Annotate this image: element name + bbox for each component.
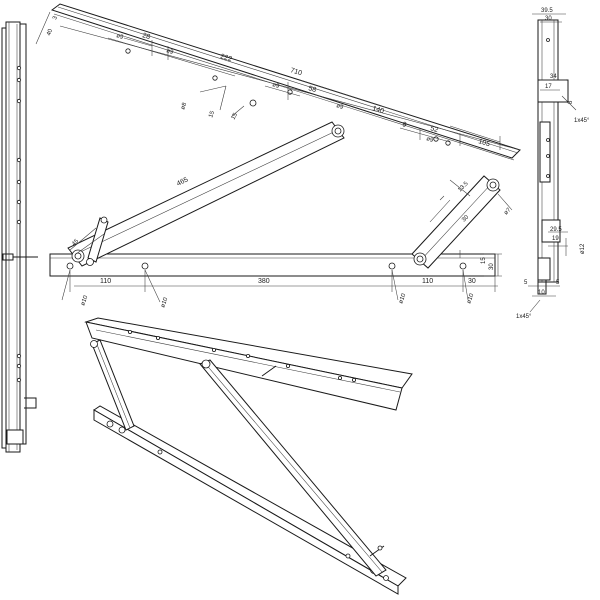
- dim-40: 40: [46, 28, 54, 37]
- dim-110-a: 110: [100, 278, 111, 285]
- dim-465: 465: [176, 176, 190, 187]
- dim-dia9-c: ø9: [271, 82, 280, 90]
- dim-dia7: ø7: [503, 207, 513, 217]
- dim-dia9-e: ø9: [425, 136, 434, 144]
- side-dim-5-a: 5: [524, 280, 528, 286]
- side-chamfer-bottom: 1x45°: [516, 314, 532, 320]
- dim-15-a: 15: [208, 110, 216, 119]
- dim-30-c: 30: [489, 263, 495, 270]
- dim-dia10-d: ø10: [466, 292, 475, 304]
- side-dim-19: 19: [552, 236, 559, 242]
- side-dim-17: 17: [545, 84, 552, 90]
- dim-15-c: 15: [481, 257, 487, 264]
- dim-105: 105: [477, 138, 490, 148]
- dim-30-a: 30: [461, 214, 470, 223]
- dim-dia9-d: ø9: [335, 103, 344, 111]
- dim-52: 52: [429, 125, 439, 134]
- side-dim-39-5: 39.5: [541, 8, 553, 14]
- dim-dia9-b: ø9: [165, 48, 174, 56]
- dim-dia10-c: ø10: [398, 292, 407, 304]
- long-strut: [67, 121, 345, 267]
- dim-dia10-a: ø10: [80, 294, 89, 306]
- left-rail-holes: [16, 65, 22, 383]
- dim-58: 58: [307, 85, 317, 94]
- side-dim-10: 10: [538, 290, 545, 296]
- dim-dia9-a: ø9: [115, 33, 124, 41]
- side-view: 39.5 30 34 17 8 1x45° 29.5 19 ø12 5 5 10…: [516, 8, 590, 320]
- left-rail-view: [1, 21, 38, 453]
- dim-45: 45: [71, 238, 80, 247]
- iso-bottom-rail: [93, 405, 407, 587]
- main-view: 710 222 28 ø9 ø9 ø9 58 ø9 140 9 52 ø9 10…: [35, 3, 521, 309]
- dim-710: 710: [289, 67, 302, 77]
- dim-30-b: 30: [468, 278, 476, 285]
- dim-140: 140: [371, 105, 384, 115]
- side-dim-34: 34: [550, 74, 557, 80]
- dim-28: 28: [141, 32, 151, 41]
- bottom-rail: [49, 253, 496, 277]
- dim-dia8: ø8: [180, 101, 188, 110]
- isometric-view: [84, 317, 413, 595]
- side-chamfer-top: 1x45°: [574, 118, 590, 124]
- dim-3: 3: [52, 15, 59, 21]
- dim-9: 9: [401, 121, 407, 129]
- dim-dia10-b: ø10: [160, 296, 169, 308]
- dim-222: 222: [219, 53, 232, 63]
- side-dim-30: 30: [545, 16, 552, 22]
- dim-110-b: 110: [422, 278, 433, 285]
- dimension-lines: [35, 11, 521, 303]
- dim-13-5: 13.5: [457, 180, 470, 193]
- dim-15-b: 15: [231, 112, 240, 121]
- dim-380: 380: [258, 278, 270, 285]
- side-dim-dia: ø12: [580, 243, 586, 254]
- iso-top-rail: [84, 317, 413, 389]
- side-dim-29-5: 29.5: [550, 227, 562, 233]
- side-dim-5-b: 5: [556, 280, 560, 286]
- side-dim-8: 8: [568, 100, 574, 104]
